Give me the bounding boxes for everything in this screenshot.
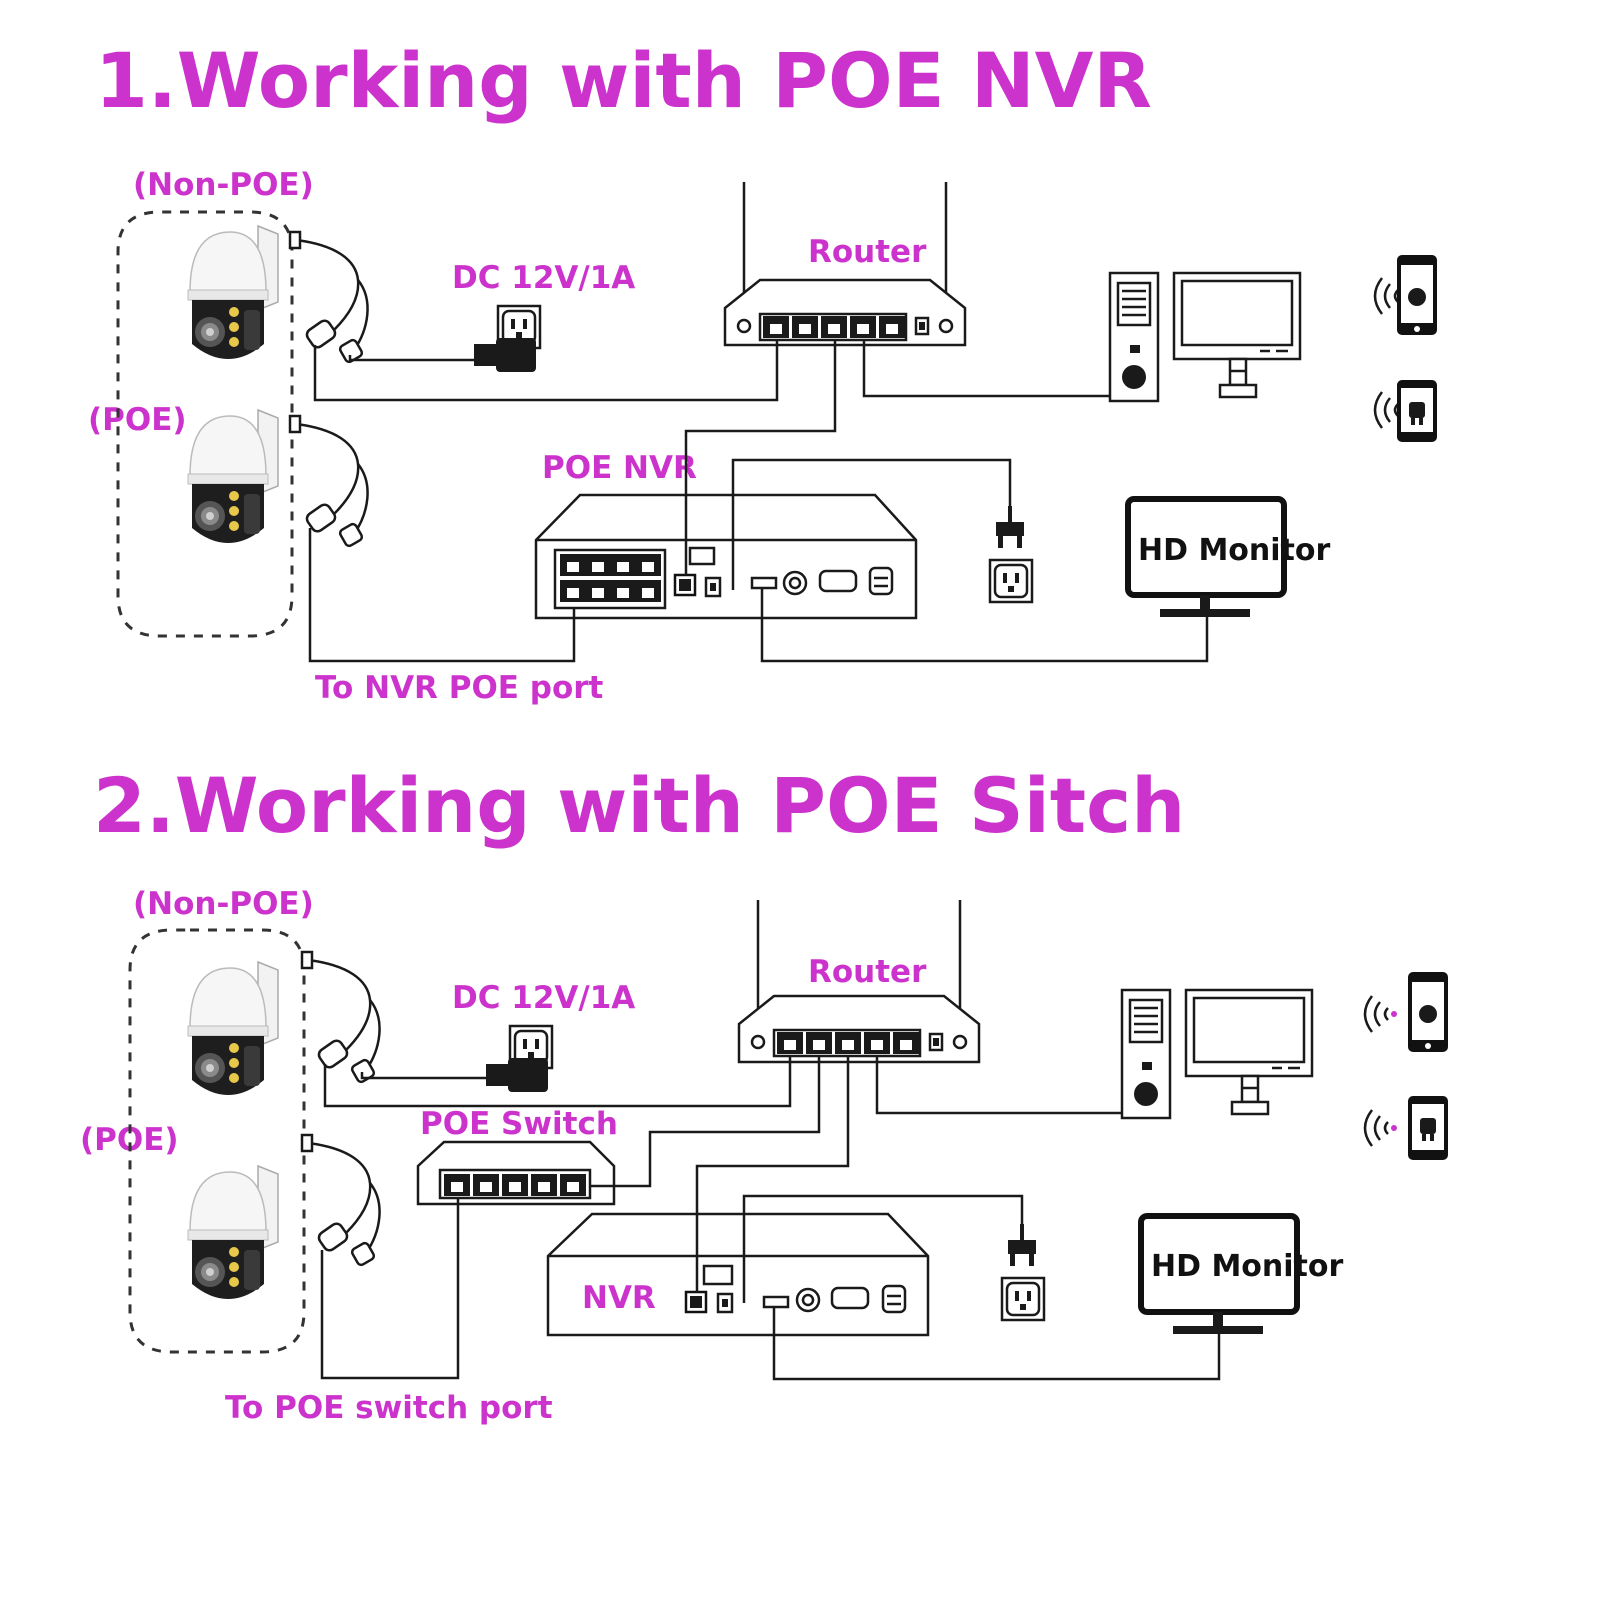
section1-nvr-label: POE NVR [542,450,697,486]
camera-group-outline [128,928,306,1354]
section2-switch-label: POE Switch [420,1106,618,1142]
ptz-camera-icon [187,225,279,360]
section2-router-label: Router [808,954,927,990]
section2-dc-label: DC 12V/1A [452,980,635,1016]
ptz-camera-icon [187,1165,279,1300]
power-outlet-icon [988,558,1034,604]
cable-pigtail-icon [300,950,381,1085]
power-adapter-icon [474,338,536,372]
desktop-computer-icon [1120,988,1314,1120]
section2-title: 2.Working with POE Sitch [93,761,1185,850]
ptz-camera-icon [187,409,279,544]
section1-title: 1.Working with POE NVR [95,36,1152,125]
section1-dc-label: DC 12V/1A [452,260,635,296]
power-plug-icon [996,506,1024,548]
section2-wiring [320,1056,1221,1381]
section2-nvr-label: NVR [582,1280,656,1316]
desktop-computer-icon [1108,271,1302,403]
section2-non-poe-label: (Non-POE) [133,886,314,922]
section2-monitor-label: HD Monitor [1151,1249,1344,1284]
power-outlet-icon [1000,1276,1046,1322]
section2-port-label: To POE switch port [225,1390,553,1426]
power-plug-icon [1008,1224,1036,1266]
android-phone-icon [1397,380,1437,442]
monitor-icon: HD Monitor [1125,496,1331,617]
nvr-icon: NVR [546,1212,930,1337]
android-phone-icon [1408,1096,1448,1160]
section1-router-label: Router [808,234,927,270]
section1-wiring [308,340,1209,663]
wifi-signal-icon [1363,1108,1399,1148]
section1-monitor-label: HD Monitor [1138,533,1331,568]
router-icon [737,900,981,1064]
power-adapter-icon [486,1058,548,1092]
monitor-icon: HD Monitor [1138,1213,1344,1334]
cable-pigtail-icon [288,414,369,549]
camera-group-outline [116,210,294,638]
wifi-signal-icon [1363,994,1399,1034]
router-icon [723,182,967,347]
cable-pigtail-icon [288,230,369,365]
switch-icon [416,1140,616,1206]
section1-port-label: To NVR POE port [315,670,604,706]
nvr-icon [534,493,918,620]
ptz-camera-icon [187,961,279,1096]
cable-pigtail-icon [300,1133,381,1268]
section1-poe-label: (POE) [88,402,187,438]
section1-non-poe-label: (Non-POE) [133,167,314,203]
